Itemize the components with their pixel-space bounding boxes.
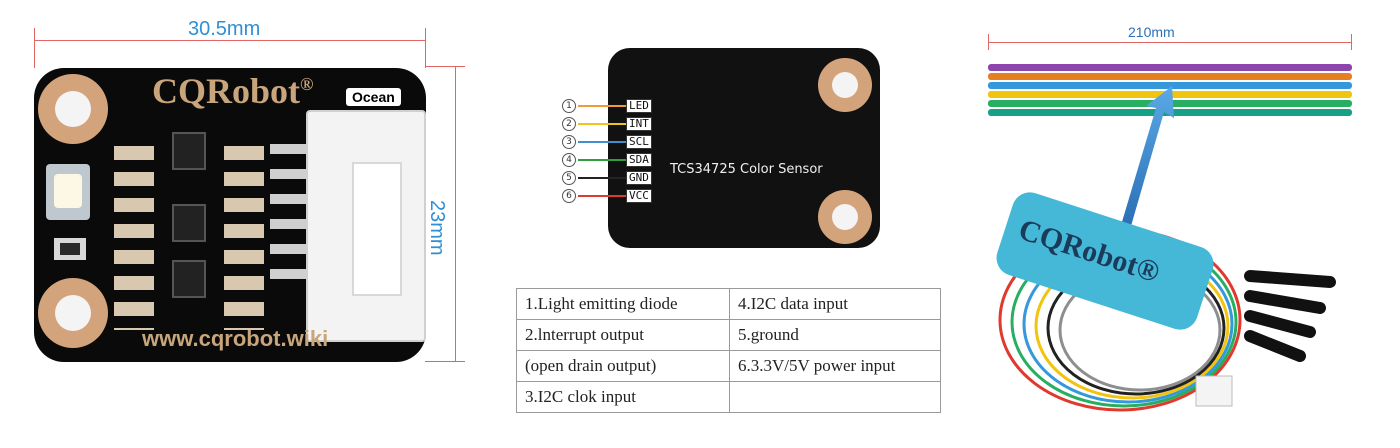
cable-wire xyxy=(988,64,1352,71)
table-cell: 3.I2C clok input xyxy=(516,381,730,413)
pin-row: 6 VCC xyxy=(562,188,652,204)
pin-number: 6 xyxy=(562,189,576,203)
sensor-board-back: TCS34725 Color Sensor xyxy=(608,48,880,248)
pin-wire xyxy=(578,105,626,107)
pin-label: SCL xyxy=(626,135,652,149)
cable-diagram: 210mm CQRob xyxy=(960,0,1400,448)
mounting-hole-top xyxy=(818,58,872,112)
pin-label: SDA xyxy=(626,153,652,167)
jst-connector xyxy=(306,110,426,342)
table-row: 2.lnterrupt output 5.ground xyxy=(516,319,941,351)
pin-label: INT xyxy=(626,117,652,131)
board-brand: CQRobot® xyxy=(152,71,314,111)
pin-label: LED xyxy=(626,99,652,113)
table-cell: 2.lnterrupt output xyxy=(516,319,730,351)
table-cell: 6.3.3V/5V power input xyxy=(729,350,941,382)
sensor-title: TCS34725 Color Sensor xyxy=(670,162,823,177)
pin-number: 2 xyxy=(562,117,576,131)
mounting-hole-bottom xyxy=(818,190,872,244)
cable-length-label: 210mm xyxy=(1128,24,1175,40)
board-width-label: 30.5mm xyxy=(188,18,261,40)
pin-number: 4 xyxy=(562,153,576,167)
table-row: (open drain output) 6.3.3V/5V power inpu… xyxy=(516,350,941,382)
board-diagram: 30.5mm 23mm CQRobot® Ocean xyxy=(0,0,500,448)
pin-wire xyxy=(578,159,626,161)
pin-wire xyxy=(578,195,626,197)
cable-wire xyxy=(988,73,1352,80)
board-height-label: 23mm xyxy=(426,200,448,256)
mounting-hole-top xyxy=(38,74,108,144)
table-cell: (open drain output) xyxy=(516,350,730,382)
pin-row: 1 LED xyxy=(562,98,652,114)
board-height-line xyxy=(455,66,456,362)
board-width-line xyxy=(34,40,426,41)
pin-number: 1 xyxy=(562,99,576,113)
spec-table: 1.Light emitting diode 4.I2C data input … xyxy=(516,288,941,413)
led-component xyxy=(46,164,90,220)
pin-label: VCC xyxy=(626,189,652,203)
pcb-board: CQRobot® Ocean www.cqrobot.wiki xyxy=(34,68,426,362)
mounting-hole-bottom xyxy=(38,278,108,348)
pin-row: 4 SDA xyxy=(562,152,652,168)
board-website: www.cqrobot.wiki xyxy=(142,326,329,351)
table-cell: 4.I2C data input xyxy=(729,288,941,320)
pin-row: 2 INT xyxy=(562,116,652,132)
table-cell: 5.ground xyxy=(729,319,941,351)
sensor-chip xyxy=(54,238,86,260)
pin-number: 3 xyxy=(562,135,576,149)
registered-mark: ® xyxy=(300,74,314,94)
pin-row: 5 GND xyxy=(562,170,652,186)
arrow-icon xyxy=(1110,86,1174,264)
pin-wire xyxy=(578,123,626,125)
table-row: 1.Light emitting diode 4.I2C data input xyxy=(516,288,941,320)
pin-wire xyxy=(578,177,626,179)
table-cell: 1.Light emitting diode xyxy=(516,288,730,320)
table-row: 3.I2C clok input xyxy=(516,381,941,413)
pin-number: 5 xyxy=(562,171,576,185)
sensor-pin-diagram: TCS34725 Color Sensor 1 LED 2 INT 3 SCL 4 SDA 5 G… xyxy=(540,40,900,260)
pin-wire xyxy=(578,141,626,143)
board-edition-badge: Ocean xyxy=(346,88,401,106)
cable-length-line xyxy=(988,42,1352,43)
pin-label: GND xyxy=(626,171,652,185)
pin-row: 3 SCL xyxy=(562,134,652,150)
cable-wire xyxy=(988,82,1352,89)
table-cell xyxy=(729,381,941,413)
